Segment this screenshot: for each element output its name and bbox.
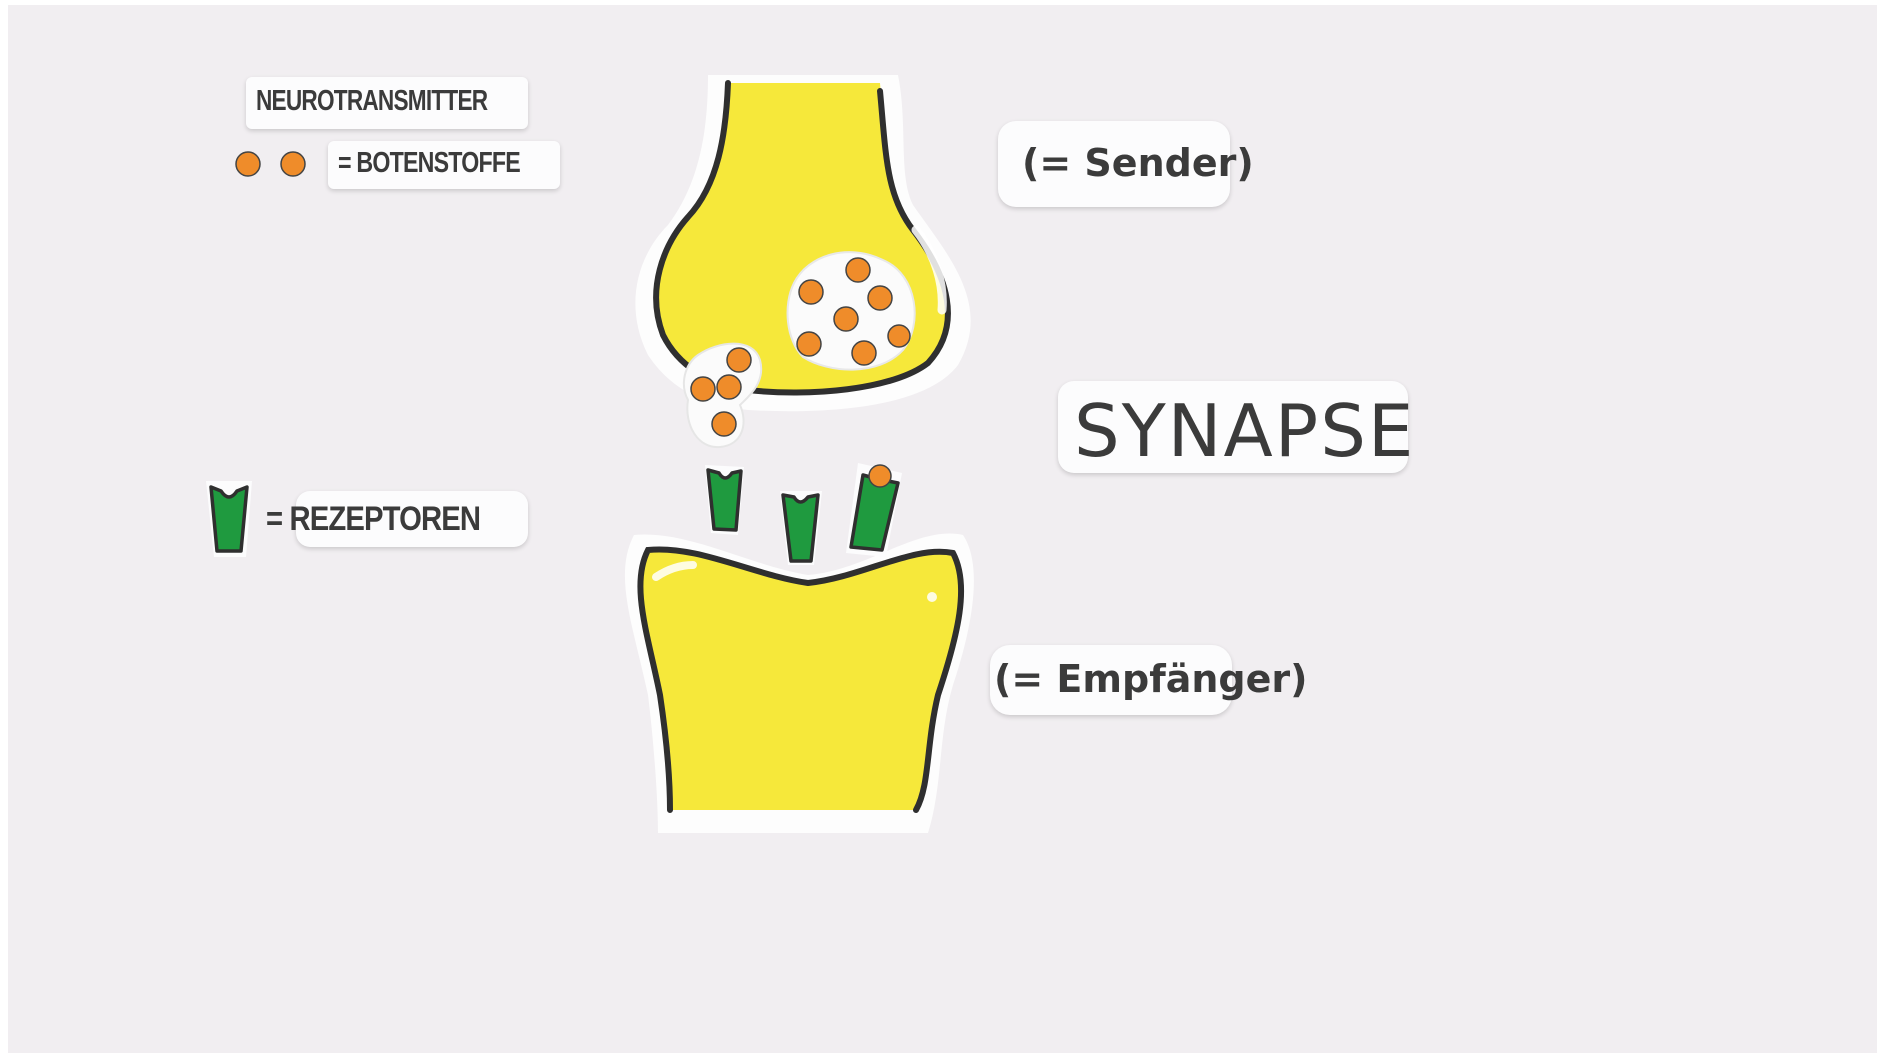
receptor-3-bound	[846, 463, 902, 557]
legend-receptor-icon	[206, 481, 252, 557]
transmitter-dot-icon	[236, 152, 260, 176]
transmitter-dot-icon	[281, 152, 305, 176]
presynaptic-terminal	[635, 75, 970, 411]
vesicle	[788, 252, 915, 369]
synapse-title: SYNAPSE	[1074, 389, 1415, 473]
rezeptoren-label: = REZEPTOREN	[266, 500, 480, 539]
receiver-label: (= Empfänger)	[994, 657, 1308, 701]
postsynaptic-terminal	[625, 534, 974, 833]
released-neurotransmitters	[684, 344, 761, 447]
receptor-1	[705, 465, 744, 535]
sender-label: (= Sender)	[1022, 141, 1254, 185]
receptors	[705, 463, 902, 565]
botenstoffe-label: = BOTENSTOFFE	[338, 147, 520, 180]
receptor-2	[780, 491, 822, 565]
neurotransmitter-heading: NEUROTRANSMITTER	[256, 85, 487, 118]
whiteboard: NEUROTRANSMITTER = BOTENSTOFFE = REZEPTO…	[8, 5, 1877, 1053]
legend-transmitter-icons	[236, 152, 305, 176]
